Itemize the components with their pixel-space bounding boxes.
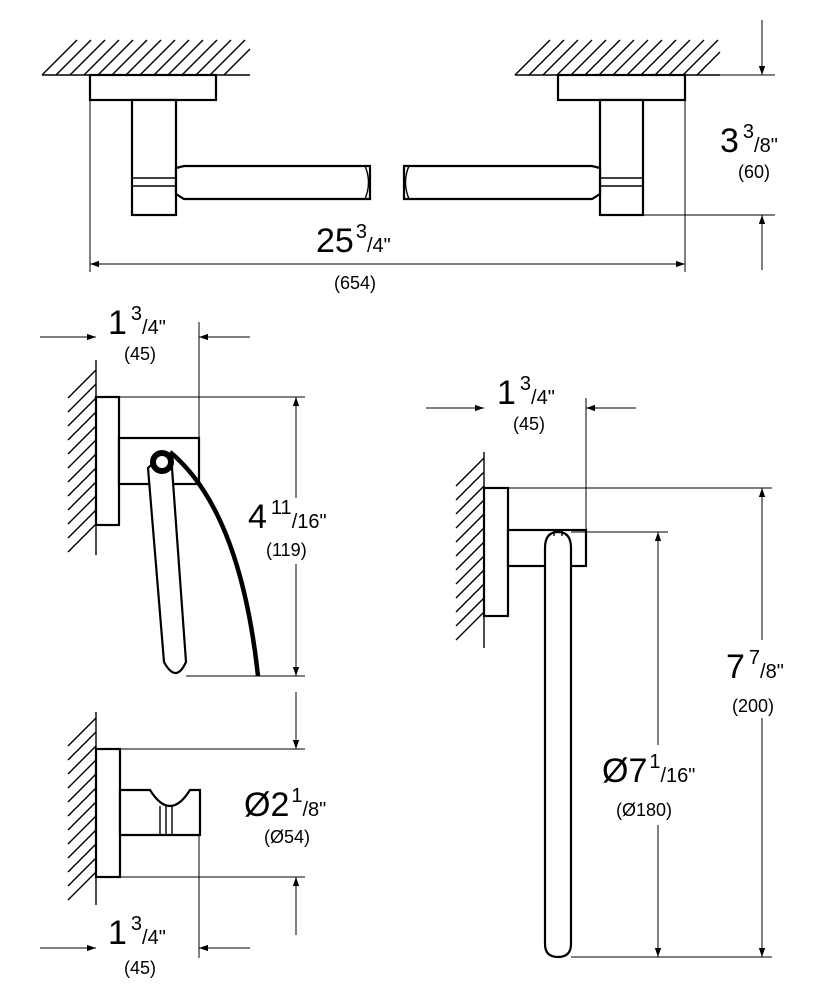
wall-hatch-towel-ring [455,457,485,641]
ceiling-hatch-right [514,39,721,76]
towel-ring-diameter-mm: (Ø180) [616,800,672,820]
right-post [598,98,645,217]
robe-hook-diameter-mm: (Ø54) [264,827,310,847]
wall-hatch-robe-hook [67,717,97,901]
paper-holder-rosette [94,395,121,527]
bar-right-segment [402,164,602,201]
paper-holder-arm [146,460,188,675]
towel-ring-loop [543,530,573,959]
towel-ring-rosette [482,486,510,618]
wall-hatch-paper-holder [67,369,97,553]
left-post [130,98,178,217]
ceiling-hatch-left [41,39,251,76]
towel-ring-projection-mm: (45) [513,414,545,434]
left-rosette [88,73,218,102]
towel-bar-width-mm: (654) [334,273,376,293]
towel-ring-height-mm: (200) [732,696,774,716]
paper-holder-cover [168,450,261,677]
paper-holder-height-mm: (119) [266,540,307,560]
robe-hook-rosette [94,747,122,879]
robe-hook-projection-mm: (45) [124,958,156,978]
paper-holder-projection-mm: (45) [124,344,156,364]
right-rosette [556,73,687,102]
bar-left-segment [174,164,372,201]
towel-bar-depth-mm: (60) [738,162,770,182]
